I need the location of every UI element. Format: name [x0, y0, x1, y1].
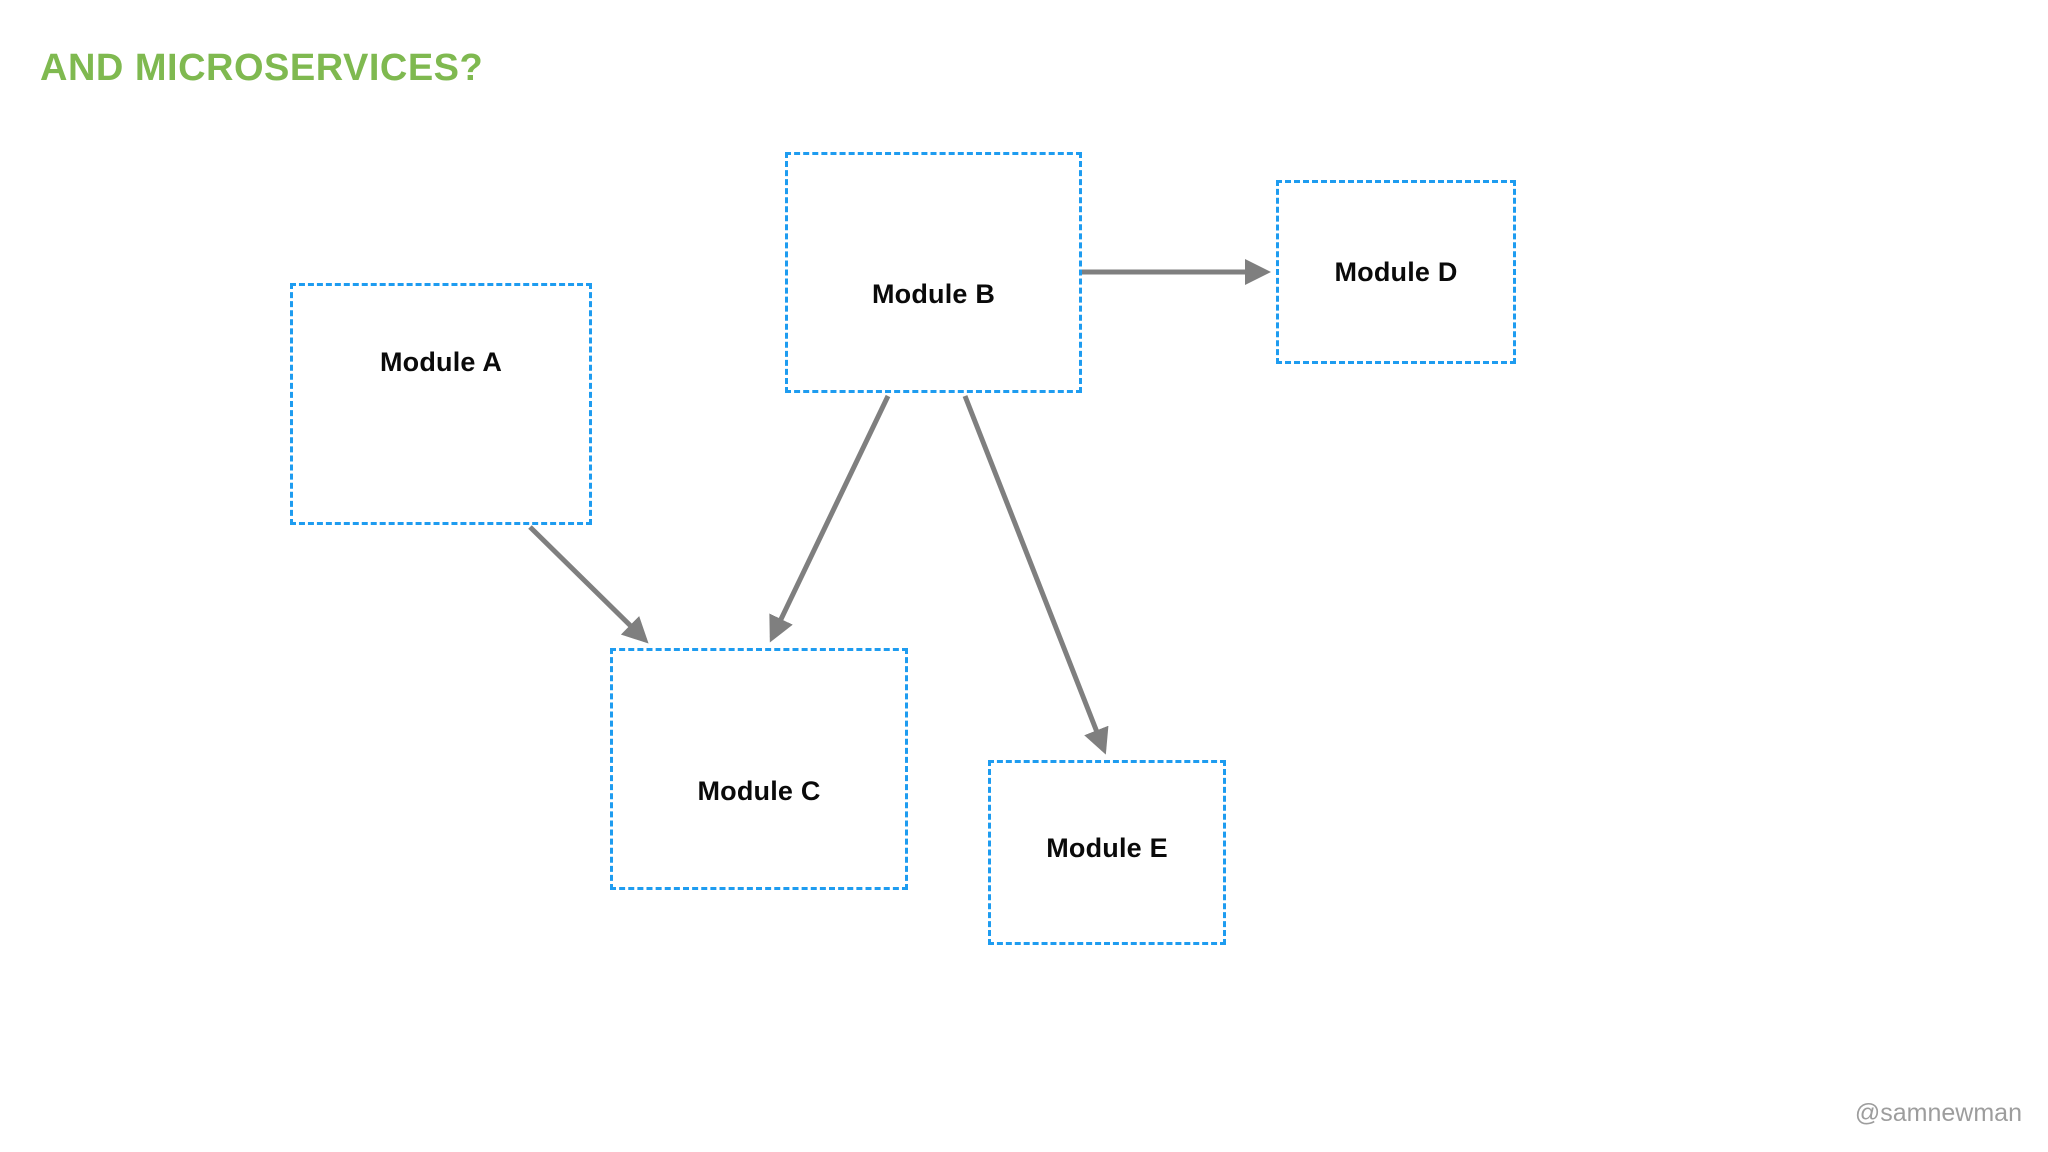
arrow-b-to-e: [962, 395, 1109, 755]
module-node-e[interactable]: Module E: [988, 760, 1226, 945]
module-node-d[interactable]: Module D: [1276, 180, 1516, 364]
module-node-a[interactable]: Module A: [290, 283, 592, 525]
page-title: AND MICROSERVICES?: [40, 47, 484, 89]
module-node-c-label: Module C: [697, 775, 821, 806]
module-node-d-label: Module D: [1334, 256, 1458, 287]
module-node-b[interactable]: Module B: [785, 152, 1082, 393]
author-watermark: @samnewman: [1854, 1099, 2022, 1127]
module-node-a-label: Module A: [379, 346, 503, 377]
module-node-c[interactable]: Module C: [610, 648, 908, 890]
arrow-a-to-c: [528, 525, 649, 644]
module-node-b-label: Module B: [871, 279, 996, 309]
module-node-e-label: Module E: [1046, 833, 1168, 863]
arrow-b-to-c: [769, 394, 891, 643]
